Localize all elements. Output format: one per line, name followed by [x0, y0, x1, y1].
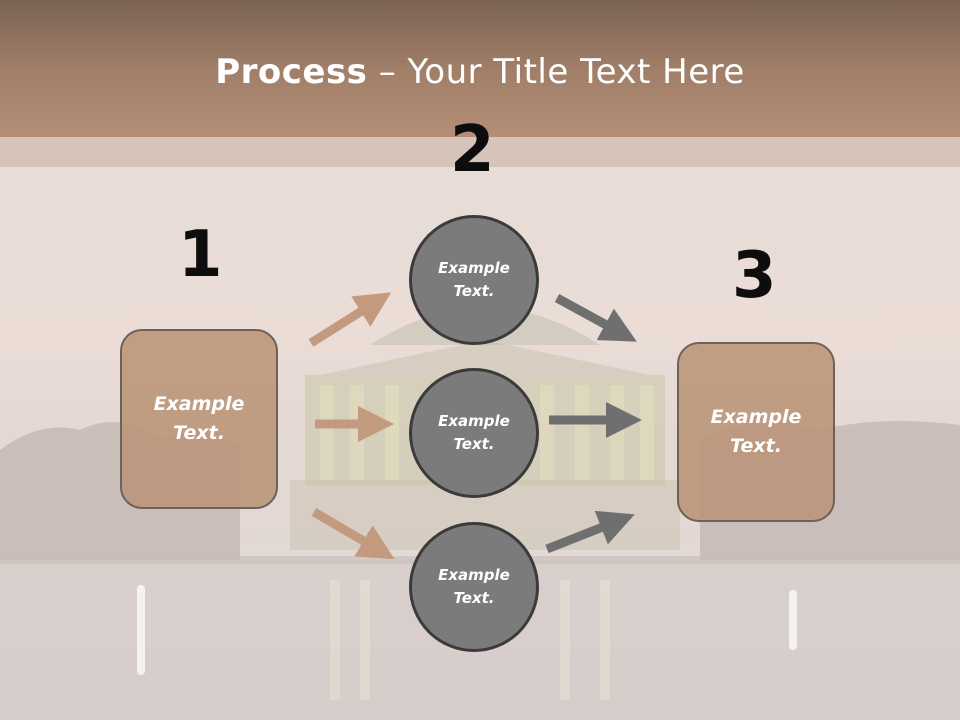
- title-bold: Process: [215, 52, 368, 92]
- step-number-1: 1: [178, 218, 223, 292]
- step-circle-middle: Example Text.: [409, 368, 539, 498]
- step-circle-bottom: Example Text.: [409, 522, 539, 652]
- step-box-3-text: Example Text.: [710, 406, 802, 457]
- step-circle-bottom-text: Example Text.: [438, 566, 510, 607]
- step-number-2: 2: [450, 113, 495, 187]
- arrow-1-to-bottom: [311, 508, 395, 560]
- step-circle-middle-text: Example Text.: [438, 412, 510, 453]
- title-rest: – Your Title Text Here: [367, 52, 745, 92]
- title-bar: [0, 0, 960, 137]
- arrow-bottom-to-3: [545, 510, 635, 554]
- step-circle-top: Example Text.: [409, 215, 539, 345]
- step-box-1-text: Example Text.: [153, 393, 245, 444]
- arrow-1-to-top: [308, 292, 392, 347]
- arrow-top-to-3: [554, 294, 637, 342]
- step-circle-top-text: Example Text.: [438, 259, 510, 300]
- step-box-3: Example Text.: [677, 342, 835, 522]
- step-number-3: 3: [732, 239, 777, 313]
- slide-title: Process – Your Title Text Here: [0, 52, 960, 92]
- title-strip: [0, 137, 960, 167]
- step-box-1: Example Text.: [120, 329, 278, 509]
